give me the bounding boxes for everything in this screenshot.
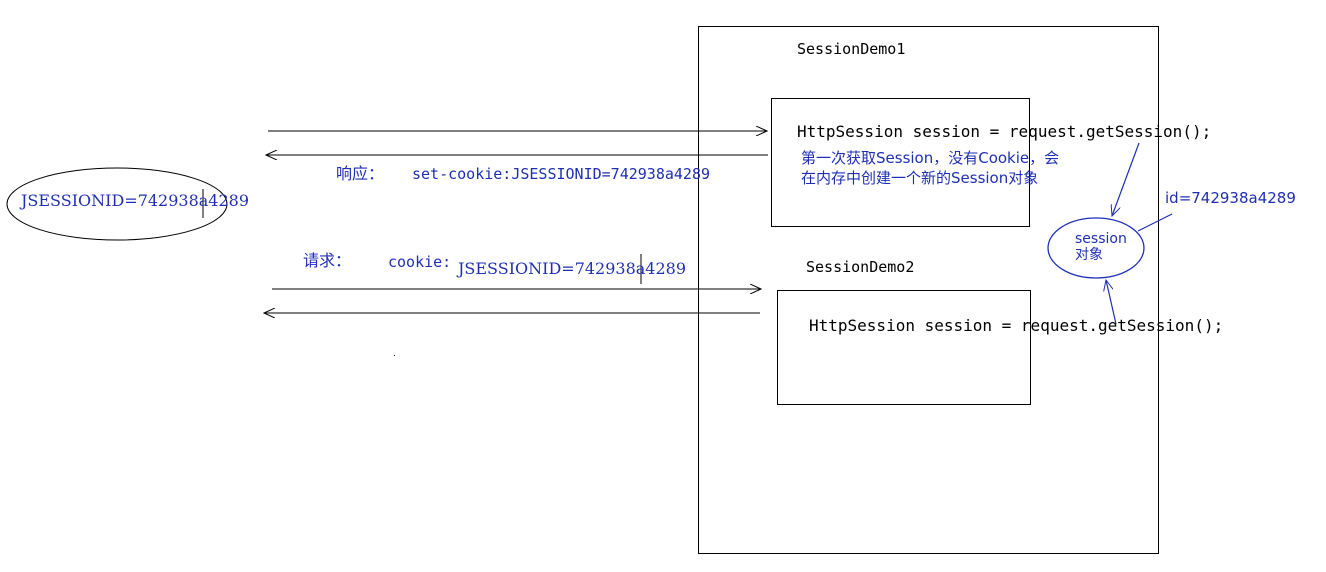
create-session-arrow [1112,142,1140,216]
session-demo1-title: SessionDemo1 [797,40,906,58]
response-label: 响应： [336,164,385,183]
lookup-session-arrow [1106,280,1117,325]
session-creation-note-line1: 第一次获取Session，没有Cookie，会 [801,149,1060,167]
session-demo2-box [777,290,1031,405]
session-id-connector [1137,213,1173,232]
session-object-label-line2: 对象 [1075,247,1103,263]
set-cookie-header: set-cookie:JSESSIONID=742938a4289 [412,165,711,183]
session-demo2-title: SessionDemo2 [806,258,915,276]
request-label: 请求： [303,251,352,270]
session-demo1-box [771,98,1030,227]
session-demo1-code: HttpSession session = request.getSession… [797,122,1212,141]
stray-dot [394,355,395,356]
session-demo2-code: HttpSession session = request.getSession… [809,316,1224,335]
client-cookie-text: JSESSIONID=742938a4289 [21,191,250,210]
session-id-label: id=742938a4289 [1165,189,1296,207]
session-object-ellipse [1047,217,1145,279]
client-cookie-ellipse [6,167,228,241]
request-cookie-value: JSESSIONID=742938a4289 [458,259,687,278]
session-creation-note-line2: 在内存中创建一个新的Session对象 [801,169,1039,187]
server-container [698,26,1159,554]
request-cookie-label: cookie: [388,253,452,271]
session-object-label-line1: session [1075,231,1127,247]
